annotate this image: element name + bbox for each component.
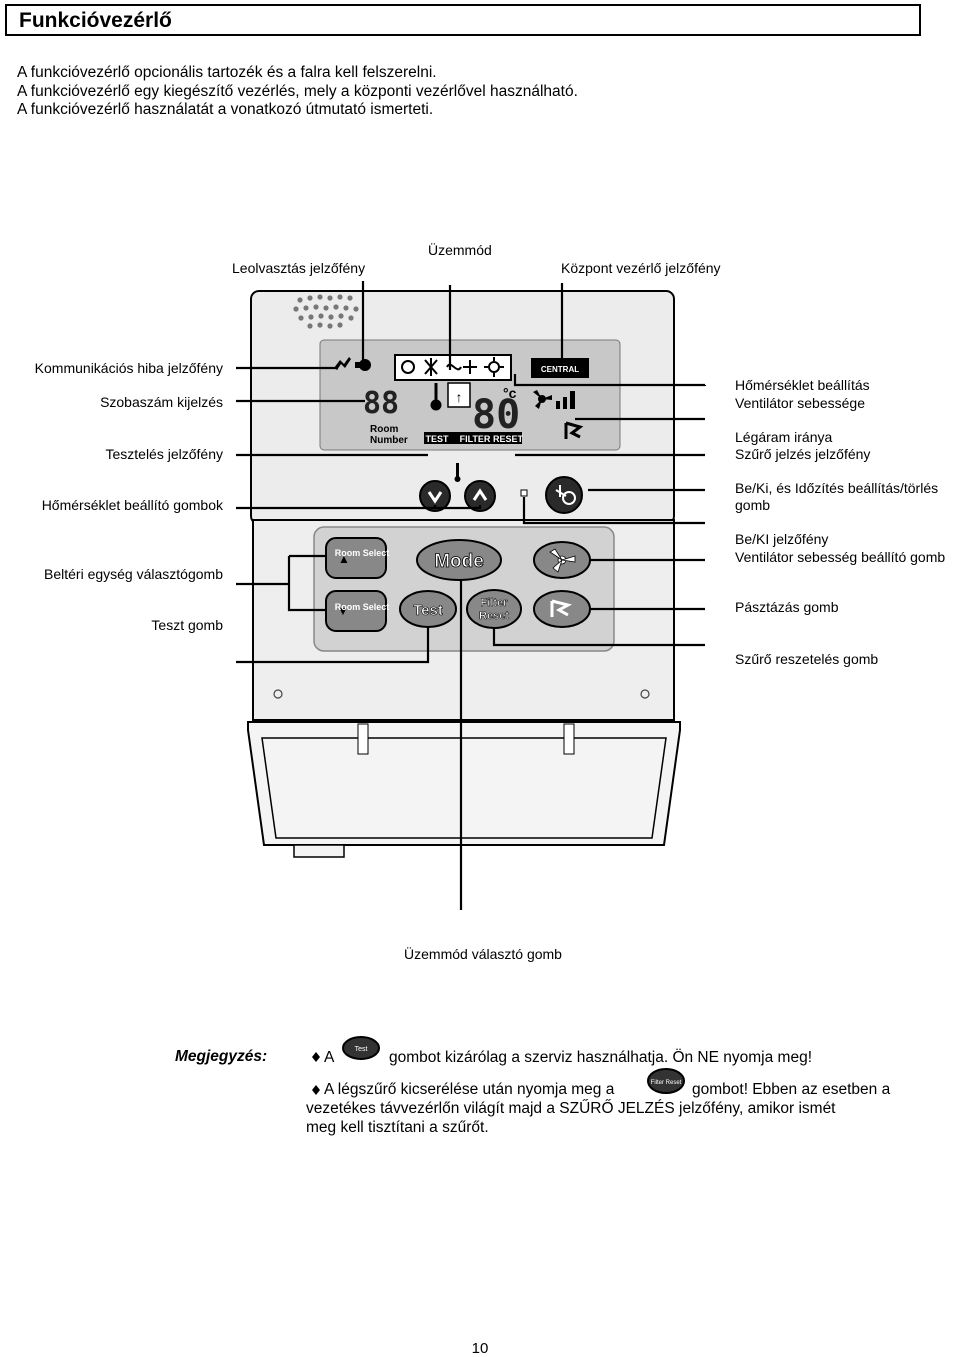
- label-central: Központ vezérlő jelzőfény: [561, 260, 721, 276]
- svg-text:Filter Reset: Filter Reset: [651, 1080, 682, 1086]
- central-indicator: [531, 358, 589, 378]
- svg-text:Room Select: Room Select: [335, 602, 390, 612]
- airflow-direction-icon: [564, 421, 584, 439]
- central-tag: CENTRAL: [541, 365, 579, 374]
- room-number-display: 88: [363, 386, 399, 421]
- temp-unit: °c: [503, 385, 517, 401]
- note-filter-button-icon: [647, 1068, 685, 1094]
- note-line-1a: A: [324, 1049, 335, 1066]
- mode-button: [416, 539, 502, 581]
- label-test-indicator: Tesztelés jelzőfény: [105, 446, 223, 462]
- fan-icon: [549, 548, 576, 573]
- temperature-display: 80: [472, 392, 520, 438]
- intro-line: A funkcióvezérlő opcionális tartozék és …: [17, 64, 437, 81]
- svg-text:Mode: Mode: [434, 551, 484, 572]
- label-filter-reset: Szűrő reszetelés gomb: [735, 651, 879, 667]
- room-label: Room: [370, 424, 398, 435]
- label-communication-error: Kommunikációs hiba jelzőfény: [34, 360, 223, 376]
- filter-reset-button: [466, 589, 522, 629]
- svg-text:Test: Test: [413, 602, 443, 619]
- bullet-icon: [312, 1052, 320, 1062]
- label-temp-setting: Hőmérséklet beállítás: [735, 377, 870, 393]
- note-label: Megjegyzés:: [175, 1048, 268, 1065]
- intro-line: A funkcióvezérlő használatát a vonatkozó…: [17, 101, 434, 118]
- test-indicator: TEST: [425, 434, 449, 444]
- intro-text: A funkcióvezérlő opcionális tartozék és …: [17, 64, 578, 120]
- page-title: Funkcióvezérlő: [19, 9, 172, 32]
- thermometer-small-icon: [454, 463, 461, 482]
- fan-speed-icon: [533, 390, 575, 409]
- label-indoor-unit: Beltéri egység választógomb: [44, 566, 223, 582]
- page-number: 10: [471, 1340, 489, 1357]
- svg-text:Reset: Reset: [479, 610, 509, 622]
- label-temp-buttons: Hőmérséklet beállító gombok: [41, 497, 223, 513]
- note-line-3: vezetékes távvezérlőn világít majd a SZŰ…: [306, 1100, 836, 1117]
- room-select-up-button: [325, 537, 387, 579]
- label-on-off-timer: Be/Ki, és Időzítés beállítás/törlés: [735, 480, 939, 496]
- label-defrost: Leolvasztás jelzőfény: [232, 260, 366, 276]
- label-on-off-led: Be/KI jelzőfény: [735, 531, 829, 547]
- thermometer-icon: [430, 383, 442, 411]
- label-fan-speed: Ventilátor sebessége: [735, 395, 865, 411]
- on-off-led: [520, 489, 528, 497]
- svg-text:Filter: Filter: [481, 597, 509, 609]
- label-airflow: Légáram iránya: [735, 429, 833, 445]
- open-cover: [247, 721, 681, 846]
- label-mode-select: Üzemmód választó gomb: [404, 946, 562, 962]
- label-swing-button: Pásztázás gomb: [735, 599, 839, 615]
- leader-lines: [236, 281, 707, 910]
- note-line-2a: A légszűrő kicserélése után nyomja meg a: [324, 1081, 615, 1098]
- note-line-2b: gombot! Ebben az esetben a: [692, 1081, 891, 1098]
- note-line-4: meg kell tisztítani a szűrőt.: [306, 1119, 489, 1136]
- bullet-icon: [312, 1085, 320, 1095]
- note-test-button-icon: [342, 1036, 380, 1060]
- number-label: Number: [370, 435, 408, 446]
- note-line-1b: gombot kizárólag a szerviz használhatja.…: [389, 1049, 813, 1066]
- filter-indicator: FILTER: [460, 434, 491, 444]
- svg-text:▼: ▼: [337, 604, 349, 618]
- label-mode: Üzemmód: [428, 242, 492, 258]
- svg-text:Room Select: Room Select: [335, 548, 390, 558]
- speaker-grille-icon: [293, 294, 359, 329]
- svg-text:Test: Test: [355, 1046, 368, 1053]
- defrost-indicator-icon: [334, 357, 371, 371]
- intro-line: A funkcióvezérlő egy kiegészítő vezérlés…: [17, 82, 578, 100]
- temp-down-button: [419, 480, 451, 512]
- label-room-number: Szobaszám kijelzés: [100, 394, 223, 410]
- reset-indicator: RESET: [493, 434, 524, 444]
- svg-text:▲: ▲: [338, 552, 350, 566]
- mode-icons: [394, 354, 512, 381]
- label-filter-indicator: Szűrő jelzés jelzőfény: [735, 446, 871, 462]
- label-test-button: Teszt gomb: [151, 617, 223, 633]
- title-box: Funkcióvezérlő: [5, 4, 921, 36]
- label-fan-speed-button: Ventilátor sebesség beállító gomb: [735, 549, 946, 565]
- svg-text:↑: ↑: [456, 389, 463, 405]
- temp-up-button: [464, 480, 496, 512]
- label-on-off-timer-2: gomb: [735, 497, 771, 513]
- swing-icon: [550, 599, 573, 617]
